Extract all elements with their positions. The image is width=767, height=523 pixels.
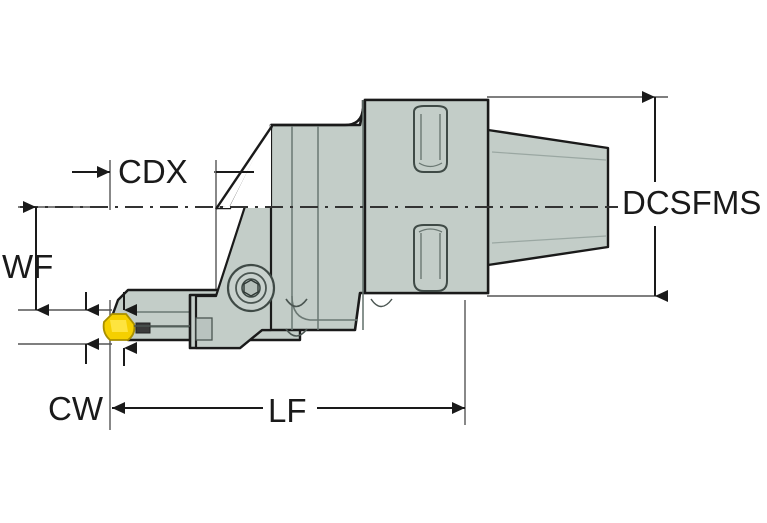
dimension-label-lf: LF (268, 392, 307, 429)
clamp-screw-hex-socket (243, 279, 259, 297)
flange-slot-lower (413, 224, 448, 292)
dimension-label-wf: WF (2, 248, 54, 285)
shank-inner-line-bottom (491, 235, 607, 244)
head-chamfer-edge (215, 125, 273, 210)
flange-slot-upper-cap (418, 162, 443, 168)
shank-inner-line-top (491, 151, 607, 161)
dimension-label-cw: CW (48, 390, 103, 427)
label-background-masks (114, 152, 767, 426)
flange-slot-upper-inner (420, 114, 441, 160)
tool-body-geometry (102, 98, 610, 350)
flange-slot-lower-inner (420, 233, 441, 279)
flange-slot-upper (413, 105, 448, 173)
shank-body (486, 128, 610, 267)
head-chamfer-void (214, 124, 271, 208)
head-scallop-1 (285, 298, 308, 308)
dimension-label-cdx: CDX (118, 153, 188, 190)
head-upper-fillet (271, 100, 365, 127)
flange-scallop-1 (370, 298, 393, 308)
insert-highlight (110, 320, 128, 332)
flange-slot-lower-cap (418, 228, 443, 233)
dimension-label-dcsfms: DCSFMS (622, 184, 762, 221)
insert-shim (195, 317, 213, 341)
insert-screw (135, 322, 151, 334)
head-scallop-2 (285, 328, 308, 337)
